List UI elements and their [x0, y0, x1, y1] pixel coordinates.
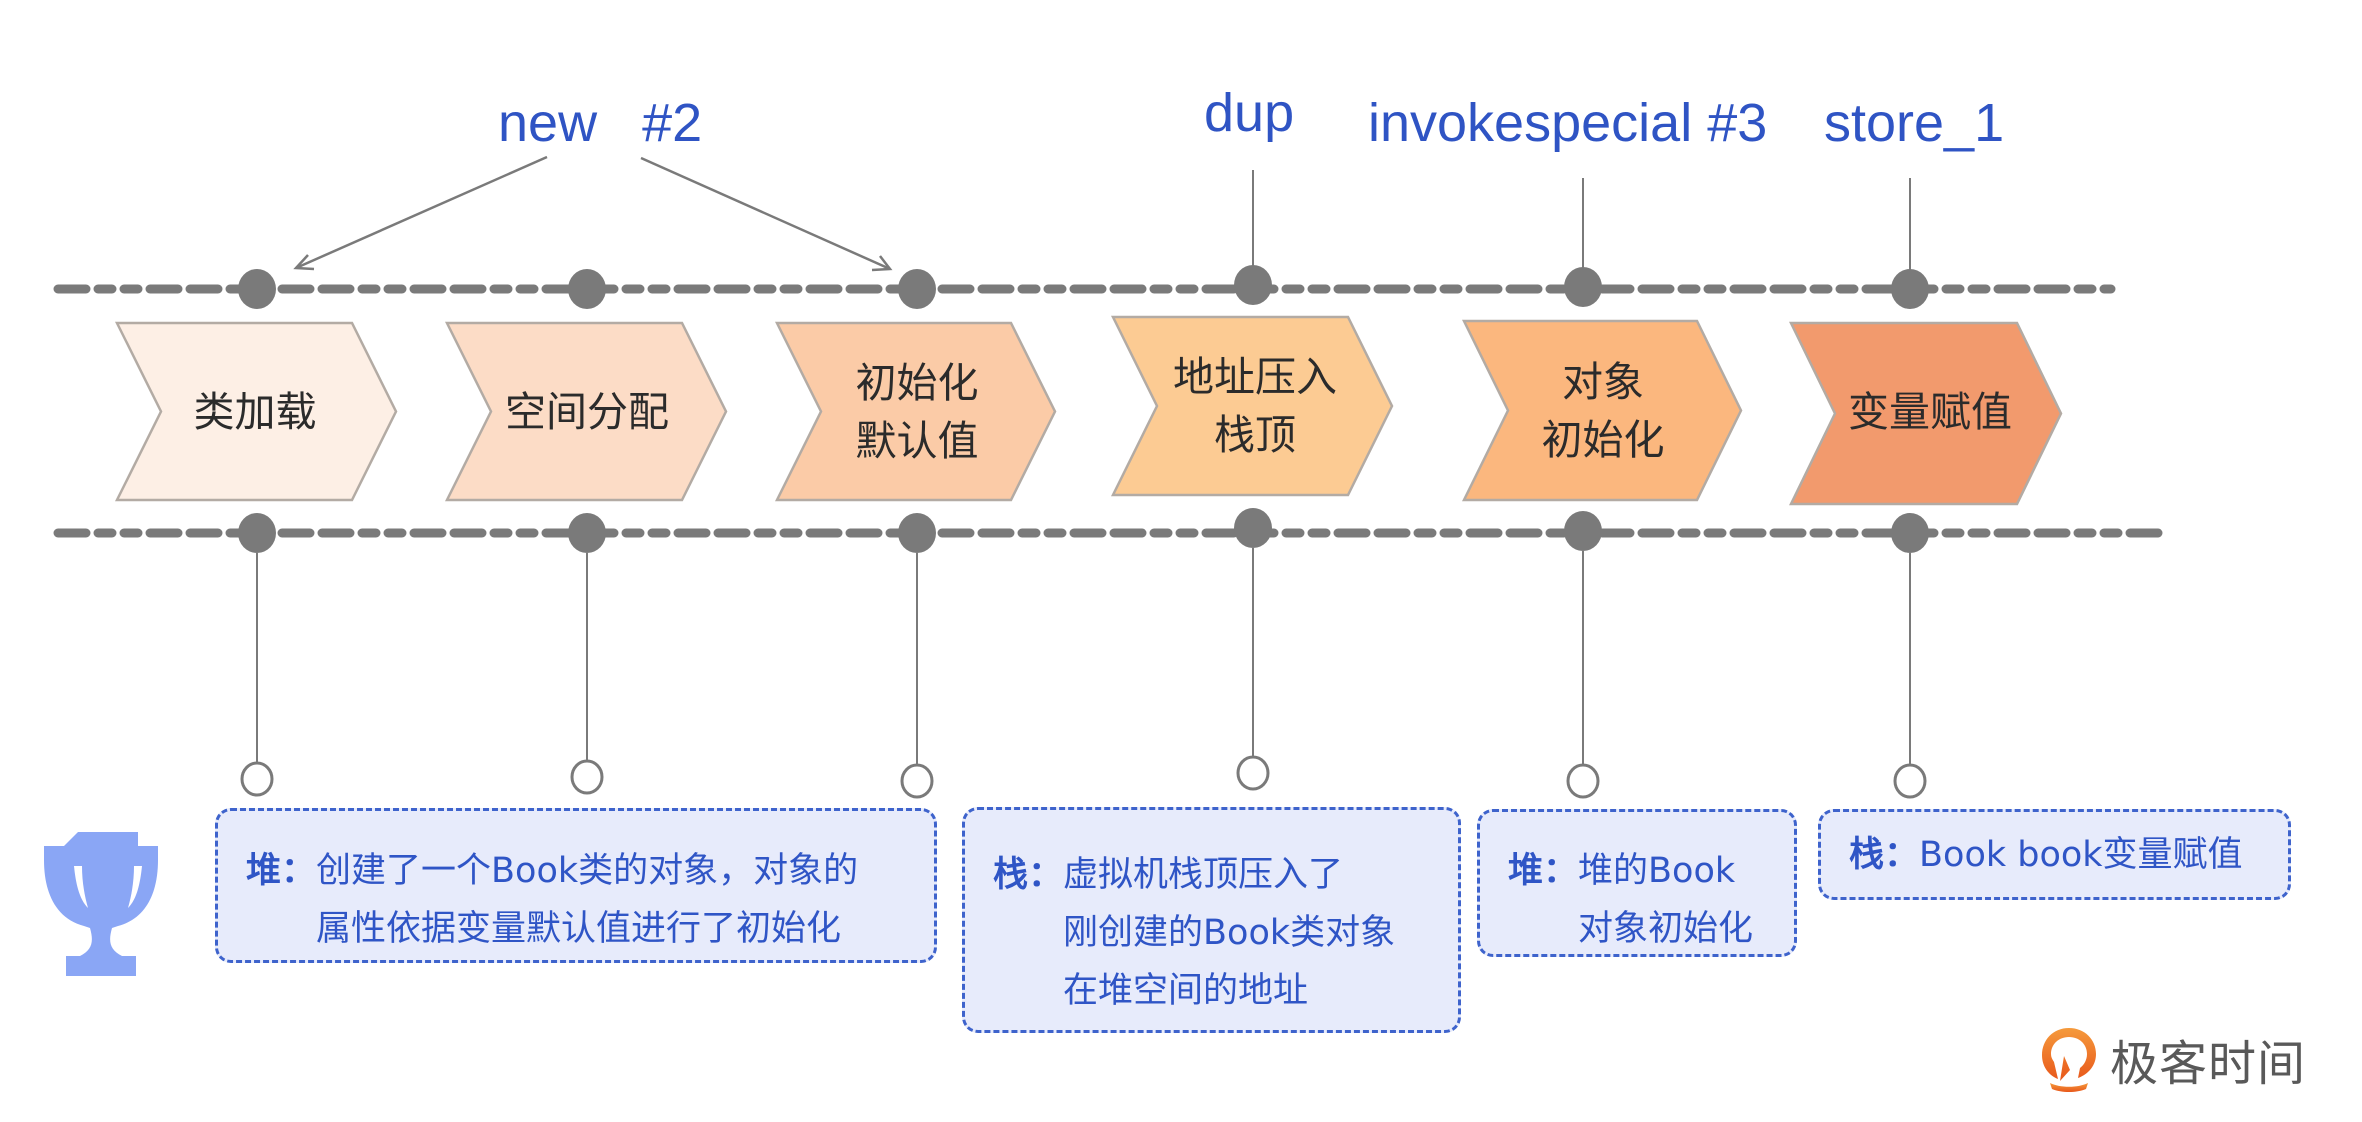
- note-heap-init: 堆： 堆的Book 对象初始化: [1477, 809, 1797, 957]
- timelines: [53, 284, 2173, 538]
- step-chevron: [444, 321, 728, 502]
- top-timeline-dot: [898, 269, 936, 309]
- top-timeline-dot: [568, 269, 606, 309]
- brand-name: 极客时间: [2110, 1036, 2307, 1092]
- step-chevron: [1110, 315, 1394, 497]
- note-text: Book book变量赋值: [1919, 835, 2243, 875]
- step-chevron: [114, 321, 398, 502]
- step-chevrons: [114, 315, 2063, 506]
- instruction-invokespecial: invokespecial #3: [1368, 93, 1768, 153]
- top-timeline-dot: [1234, 265, 1272, 305]
- instruction-store: store_1: [1824, 93, 2005, 153]
- bottom-timeline-dot: [1234, 508, 1272, 548]
- note-key: 栈：: [1849, 835, 1920, 875]
- geektime-logo-icon: [2042, 1028, 2096, 1092]
- step-chevron: [774, 321, 1057, 502]
- bottom-timeline-dot: [1564, 511, 1602, 551]
- note-key: 栈：: [993, 855, 1064, 895]
- instruction-dup: dup: [1204, 83, 1295, 143]
- bottom-timeline-dot: [568, 513, 606, 553]
- new-arrow-left: [295, 155, 548, 270]
- step-label-space-allocation: 空间分配: [505, 387, 669, 436]
- note-key: 堆：: [1508, 851, 1579, 891]
- timeline-dots: [238, 265, 1929, 799]
- step-chevron: [1789, 321, 2063, 506]
- top-timeline-dot: [1891, 269, 1929, 309]
- callout-anchor-circle: [1566, 763, 1600, 799]
- instruction-new: new #2: [498, 93, 703, 153]
- note-stack-assign: 栈： Book book变量赋值: [1818, 809, 2291, 900]
- top-timeline-dot: [1564, 267, 1602, 307]
- connector-lines: [293, 155, 1911, 272]
- callout-anchor-circle: [900, 763, 934, 799]
- note-key: 堆：: [246, 851, 317, 891]
- note-text: 堆的Book 对象初始化: [1578, 851, 1754, 949]
- bottom-timeline-dot: [898, 513, 936, 553]
- step-label-variable-assign: 变量赋值: [1848, 387, 2012, 436]
- step-label-class-loading: 类加载: [193, 387, 317, 436]
- note-text: 虚拟机栈顶压入了 刚创建的Book类对象 在堆空间的地址: [1063, 855, 1396, 1011]
- bottom-timeline-dot: [238, 513, 276, 553]
- new-arrow-right: [640, 156, 891, 271]
- step-label-object-init: 对象 初始化: [1541, 357, 1665, 464]
- callout-anchor-circle: [240, 761, 274, 797]
- geektime-logo: 极客时间: [2040, 1024, 2306, 1094]
- step-label-push-address: 地址压入 栈顶: [1173, 353, 1337, 459]
- top-timeline-dot: [238, 269, 276, 309]
- bottom-timeline-dot: [1891, 513, 1929, 553]
- note-stack-push: 栈： 虚拟机栈顶压入了 刚创建的Book类对象 在堆空间的地址: [962, 807, 1461, 1033]
- note-text: 创建了一个Book类的对象，对象的 属性依据变量默认值进行了初始化: [316, 851, 859, 949]
- note-heap-create: 堆： 创建了一个Book类的对象，对象的 属性依据变量默认值进行了初始化: [215, 808, 937, 963]
- arrowhead-icon: [293, 254, 315, 271]
- callout-anchor-circle: [1893, 763, 1927, 799]
- step-chevron: [1461, 319, 1743, 502]
- callout-anchor-circle: [1236, 755, 1270, 791]
- arrowhead-icon: [871, 255, 893, 272]
- callout-anchor-circle: [570, 759, 604, 795]
- trophy-icon: [44, 832, 158, 976]
- step-label-default-init: 初始化 默认值: [855, 358, 979, 465]
